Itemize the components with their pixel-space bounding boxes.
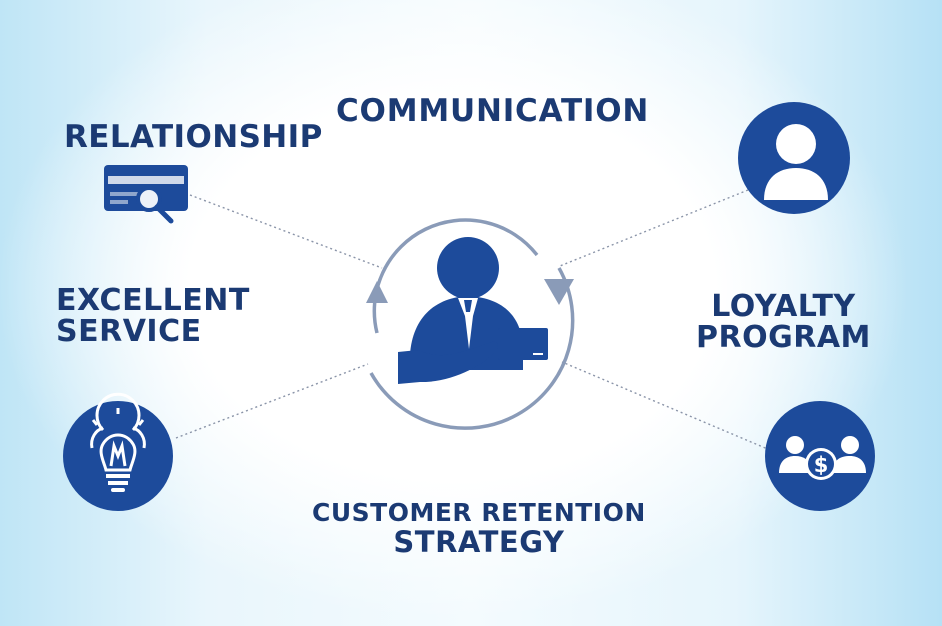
connectors [175, 189, 771, 451]
lightbulb-gear-icon [63, 392, 173, 511]
dollar-sign-glyph: $ [814, 453, 829, 477]
label-loyalty-program: LOYALTY PROGRAM [696, 289, 871, 355]
people-dollar-icon: $ [765, 401, 875, 511]
connector-top-right [559, 189, 749, 267]
ring-arrow-right-icon [544, 279, 574, 305]
label-communication: COMMUNICATION [336, 93, 650, 129]
ring-arrow-left-icon [366, 281, 388, 303]
label-customer-retention-strategy: CUSTOMER RETENTION STRATEGY [312, 500, 646, 557]
label-loyalty-program-line-1: LOYALTY [711, 289, 856, 324]
label-excellent-service: EXCELLENT SERVICE [56, 283, 250, 349]
label-excellent-service-line-2: SERVICE [56, 313, 202, 349]
label-customer-retention-strategy-line-1: CUSTOMER RETENTION [312, 498, 646, 527]
user-profile-icon [738, 102, 850, 214]
connector-bottom-left [175, 363, 369, 439]
label-relationship: RELATIONSHIP [64, 119, 323, 155]
label-loyalty-program-line-2: PROGRAM [696, 319, 871, 355]
connector-bottom-right [561, 361, 771, 451]
label-customer-retention-strategy-line-2: STRATEGY [393, 524, 565, 559]
card-magnifier-icon [104, 165, 188, 224]
center-ring [366, 218, 575, 430]
label-excellent-service-line-1: EXCELLENT [56, 283, 250, 318]
businessperson-offering-hand-icon [398, 237, 548, 384]
connector-top-left [189, 194, 383, 269]
